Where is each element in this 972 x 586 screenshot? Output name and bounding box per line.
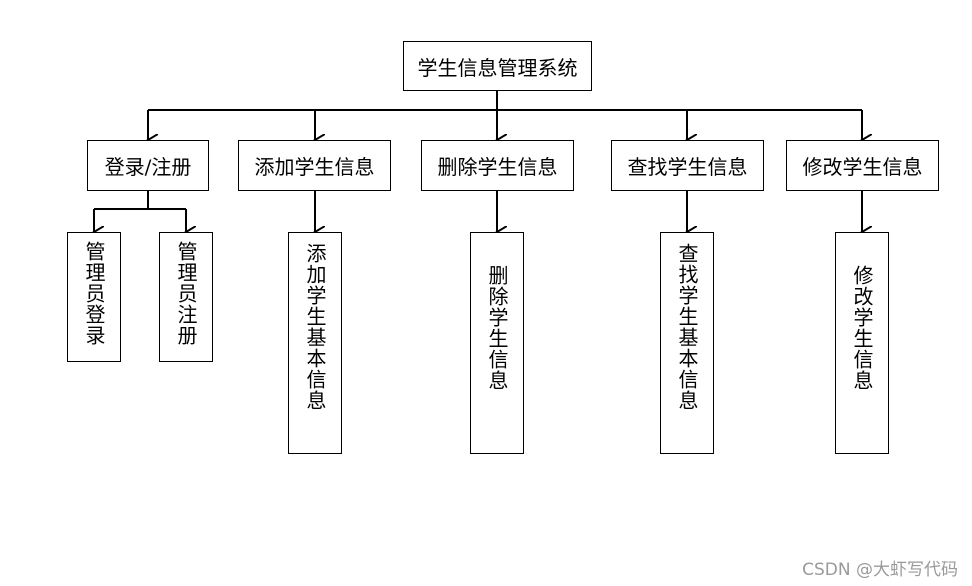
node-label: 添加学生信息 bbox=[254, 155, 375, 179]
node-modify-info: 修改学生信息 bbox=[835, 232, 889, 454]
node-label: 管理员注册 bbox=[174, 241, 198, 346]
node-label: 查找学生基本信息 bbox=[675, 243, 699, 411]
node-login-register: 登录/注册 bbox=[87, 140, 209, 191]
node-label: 修改学生信息 bbox=[802, 155, 923, 179]
root-node: 学生信息管理系统 bbox=[403, 41, 592, 91]
node-label: 删除学生信息 bbox=[485, 265, 509, 391]
node-label: 管理员登录 bbox=[82, 241, 106, 346]
node-label: 查找学生信息 bbox=[627, 155, 748, 179]
node-label: 添加学生基本信息 bbox=[303, 243, 327, 411]
node-label: 修改学生信息 bbox=[850, 265, 874, 391]
root-node-label: 学生信息管理系统 bbox=[417, 55, 578, 80]
node-label: 删除学生信息 bbox=[437, 155, 558, 179]
node-label: 登录/注册 bbox=[104, 155, 192, 179]
watermark: CSDN @大虾写代码 bbox=[802, 560, 958, 580]
node-modify-student: 修改学生信息 bbox=[786, 140, 939, 191]
node-find-student: 查找学生信息 bbox=[611, 140, 764, 191]
node-delete-student: 删除学生信息 bbox=[421, 140, 574, 191]
node-delete-info: 删除学生信息 bbox=[470, 232, 524, 454]
node-add-student: 添加学生信息 bbox=[238, 140, 391, 191]
node-admin-register: 管理员注册 bbox=[159, 232, 213, 362]
node-find-basic-info: 查找学生基本信息 bbox=[660, 232, 714, 454]
node-admin-login: 管理员登录 bbox=[67, 232, 121, 362]
node-add-basic-info: 添加学生基本信息 bbox=[288, 232, 342, 454]
